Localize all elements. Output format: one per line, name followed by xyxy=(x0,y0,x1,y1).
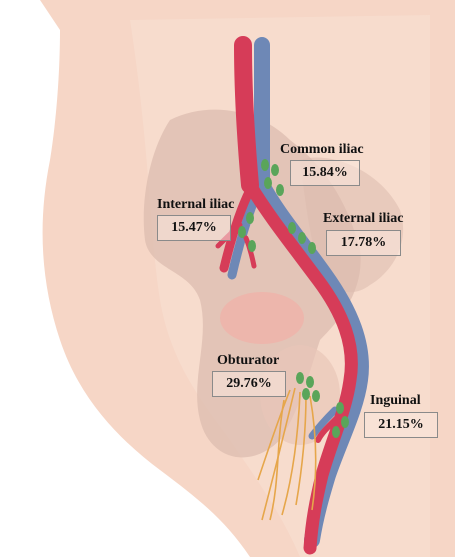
obturator-label: Obturator xyxy=(217,353,279,369)
internal-iliac-label: Internal iliac xyxy=(157,197,234,213)
common-iliac-percent: 15.84% xyxy=(290,160,360,186)
external-iliac-label: External iliac xyxy=(323,211,404,227)
internal-iliac-percent: 15.47% xyxy=(157,215,231,241)
inguinal-percent: 21.15% xyxy=(364,412,438,438)
obturator-percent: 29.76% xyxy=(212,371,286,397)
inguinal-label: Inguinal xyxy=(370,393,421,409)
common-iliac-label: Common iliac xyxy=(280,142,364,158)
external-iliac-percent: 17.78% xyxy=(326,230,401,256)
aorta xyxy=(243,45,250,185)
bladder xyxy=(220,292,304,344)
